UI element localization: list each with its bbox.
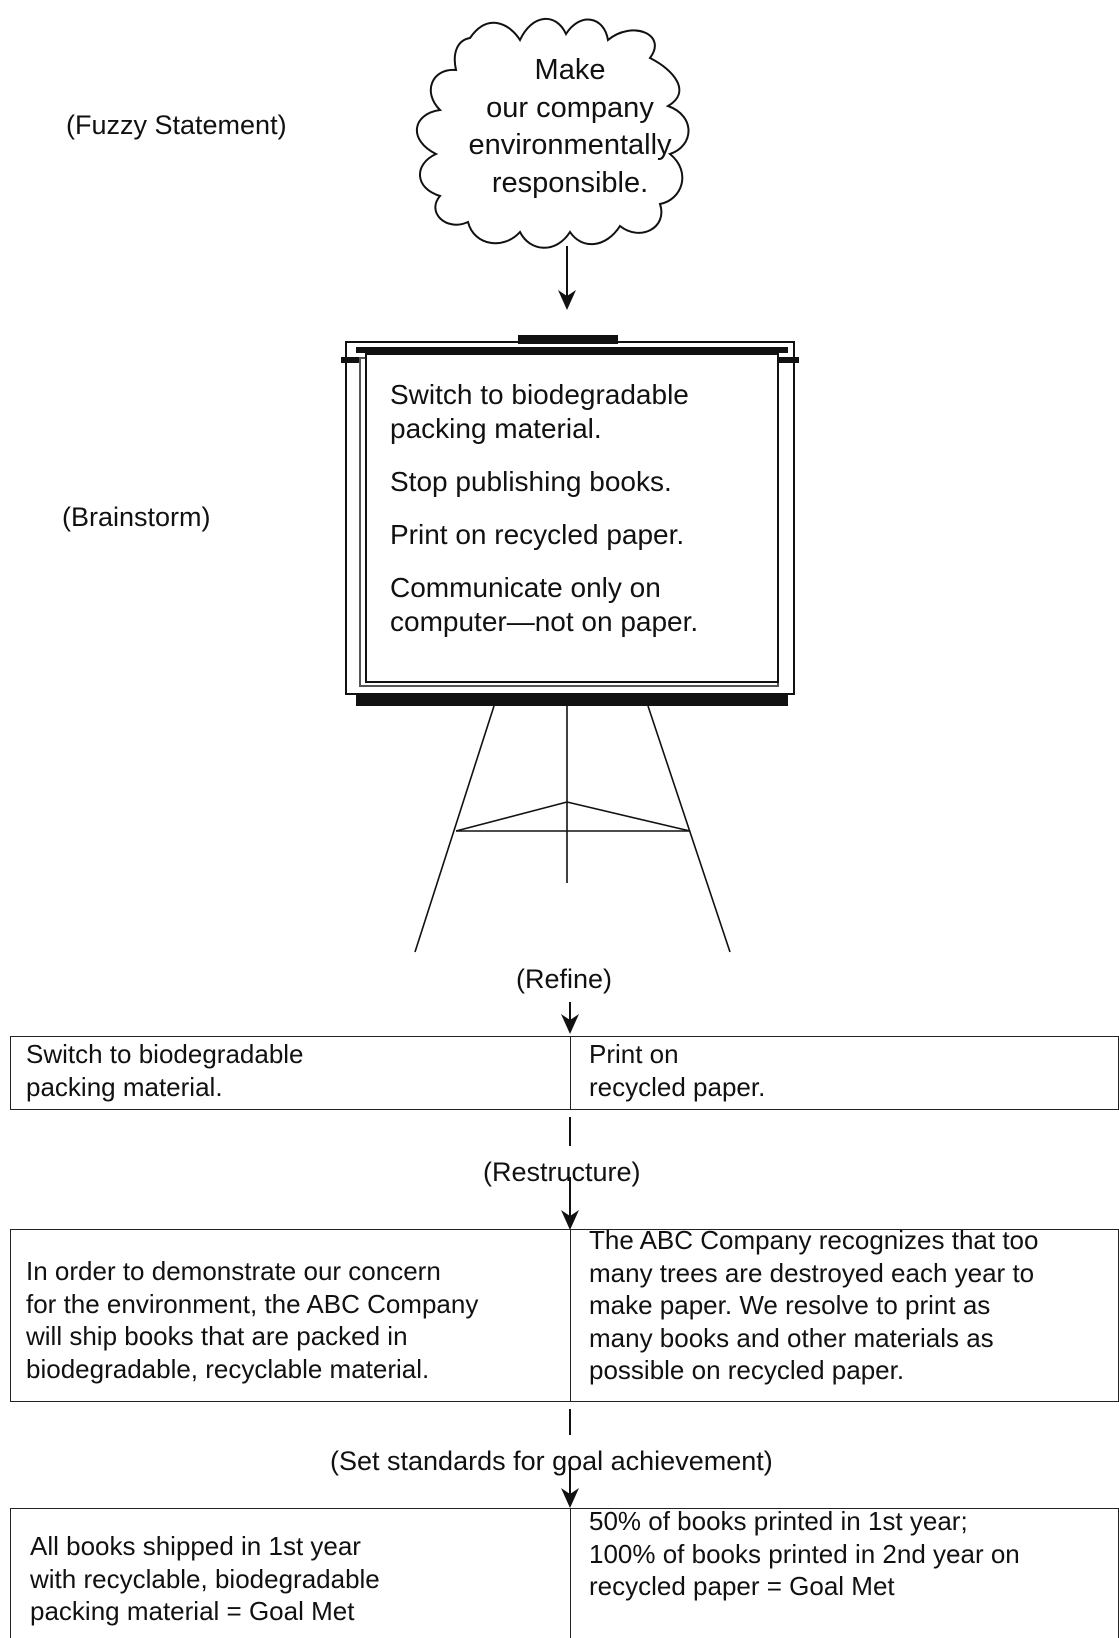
- brainstorm-label: (Brainstorm): [62, 502, 211, 532]
- column-divider: [570, 1037, 571, 1109]
- brainstorm-line: computer—not on paper.: [390, 606, 699, 637]
- cell-line: recycled paper = Goal Met: [589, 1571, 895, 1601]
- brainstorm-item: Stop publishing books.: [390, 465, 770, 499]
- cell-line: biodegradable, recyclable material.: [26, 1353, 430, 1384]
- standards-label: (Set standards for goal achievement): [330, 1446, 773, 1476]
- column-divider: [570, 1509, 571, 1638]
- cell-line: many trees are destroyed each year to: [589, 1257, 1035, 1288]
- cell-line: packing material = Goal Met: [30, 1596, 355, 1626]
- restructure-row: In order to demonstrate our concern for …: [10, 1225, 1119, 1402]
- arrow-head-cloud: [558, 290, 576, 310]
- fuzzy-statement-text: Make our company environmentally respons…: [430, 52, 710, 202]
- cell-line: with recyclable, biodegradable: [30, 1563, 380, 1594]
- standards-right-cell: 50% of books printed in 1st year; 100% o…: [589, 1505, 1020, 1603]
- brainstorm-item: Communicate only on computer—not on pape…: [390, 571, 770, 639]
- restructure-left-cell: In order to demonstrate our concern for …: [26, 1255, 478, 1385]
- cloud-line: Make: [534, 54, 606, 86]
- cell-line: for the environment, the ABC Company: [26, 1288, 479, 1319]
- column-divider: [570, 1230, 571, 1401]
- cell-line: make paper. We resolve to print as: [589, 1290, 991, 1320]
- cell-line: recycled paper.: [589, 1071, 766, 1102]
- brainstorm-line: Communicate only on: [390, 572, 661, 603]
- cell-line: 50% of books printed in 1st year;: [589, 1506, 968, 1536]
- brainstorm-item: Switch to biodegradable packing material…: [390, 378, 770, 446]
- cell-line: Print on: [589, 1039, 679, 1069]
- flipchart-easel: [341, 335, 799, 953]
- fuzzy-statement-label: (Fuzzy Statement): [66, 110, 287, 140]
- cloud-line: our company: [486, 91, 654, 124]
- cell-line: possible on recycled paper.: [589, 1355, 905, 1385]
- cell-line: The ABC Company recognizes that too: [589, 1225, 1039, 1255]
- brainstorm-line: Switch to biodegradable: [390, 379, 689, 410]
- cell-line: All books shipped in 1st year: [30, 1531, 361, 1561]
- refine-right-cell: Print on recycled paper.: [589, 1038, 765, 1103]
- brainstorm-line: packing material.: [390, 413, 602, 444]
- cell-line: packing material.: [26, 1071, 223, 1102]
- fuzzy-cloud-shape: [416, 17, 690, 249]
- brainstorm-line: Stop publishing books.: [390, 466, 672, 497]
- standards-row: All books shipped in 1st year with recyc…: [10, 1505, 1119, 1638]
- stage-connectors: [561, 1002, 579, 1508]
- cloud-line: responsible.: [491, 166, 649, 199]
- brainstorm-line: Print on recycled paper.: [390, 519, 685, 550]
- restructure-label: (Restructure): [483, 1157, 641, 1187]
- brainstorm-item: Print on recycled paper.: [390, 518, 770, 552]
- cell-line: will ship books that are packed in: [26, 1321, 408, 1351]
- cloud-line: environmentally: [468, 129, 672, 161]
- refine-label: (Refine): [516, 964, 613, 994]
- restructure-right-cell: The ABC Company recognizes that too many…: [589, 1224, 1038, 1387]
- refine-left-cell: Switch to biodegradable packing material…: [26, 1038, 304, 1103]
- cell-line: In order to demonstrate our concern: [26, 1256, 441, 1286]
- refine-row: Switch to biodegradable packing material…: [10, 1036, 1119, 1110]
- standards-left-cell: All books shipped in 1st year with recyc…: [30, 1530, 380, 1628]
- cell-line: many books and other materials as: [589, 1322, 994, 1353]
- cell-line: Switch to biodegradable: [26, 1039, 304, 1069]
- cell-line: 100% of books printed in 2nd year on: [589, 1538, 1020, 1569]
